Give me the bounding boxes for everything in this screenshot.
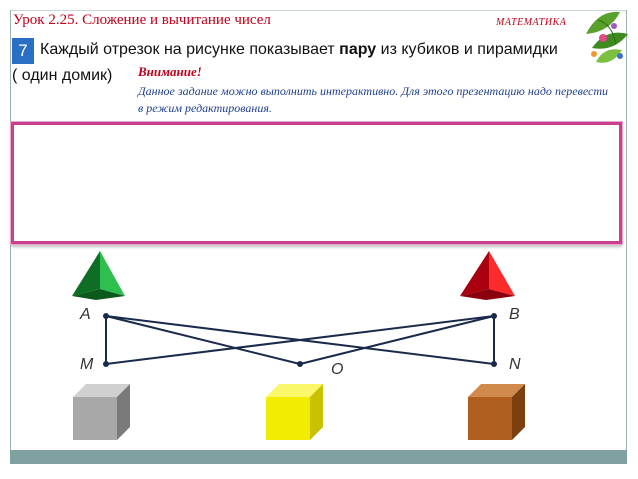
segment-o-b <box>299 315 495 365</box>
point-o-label: O <box>331 361 344 378</box>
segment-m-b <box>105 315 495 365</box>
task-text-bold: пару <box>339 41 377 58</box>
point-m-label: M <box>80 356 94 373</box>
point-a-dot <box>103 313 109 319</box>
segment-a-o <box>105 315 301 365</box>
frame-left-line <box>10 10 11 450</box>
task-text-before: Каждый отрезок на рисунке показывает <box>40 41 340 58</box>
point-a-label: A <box>80 306 91 323</box>
point-b-dot <box>491 313 497 319</box>
task-statement-line2: ( один домик) <box>12 67 113 84</box>
point-b-label: B <box>509 306 520 323</box>
red-pyramid[interactable] <box>460 251 515 300</box>
green-pyramid[interactable] <box>72 251 125 300</box>
gray-cube[interactable] <box>73 384 130 440</box>
brown-cube[interactable] <box>468 384 525 440</box>
task-number-badge: 7 <box>12 38 34 64</box>
footer-bar <box>10 450 627 464</box>
frame-top-line <box>10 10 627 11</box>
task-statement: Каждый отрезок на рисунке показывает пар… <box>40 41 558 59</box>
subject-label: МАТЕМАТИКА <box>496 17 567 28</box>
point-o-dot <box>297 361 303 367</box>
lesson-title: Урок 2.25. Сложение и вычитание чисел <box>13 12 271 28</box>
frame-right-line <box>626 10 627 450</box>
leaves-decoration-icon <box>586 11 628 63</box>
point-m-dot <box>103 361 109 367</box>
point-n-dot <box>491 361 497 367</box>
yellow-cube[interactable] <box>266 384 323 440</box>
answer-area[interactable] <box>11 122 622 244</box>
attention-heading: Внимание! <box>138 64 202 79</box>
point-n-label: N <box>509 356 521 373</box>
attention-note: Данное задание можно выполнить интеракти… <box>138 84 608 115</box>
task-text-after: из кубиков и пирамидки <box>376 41 558 58</box>
